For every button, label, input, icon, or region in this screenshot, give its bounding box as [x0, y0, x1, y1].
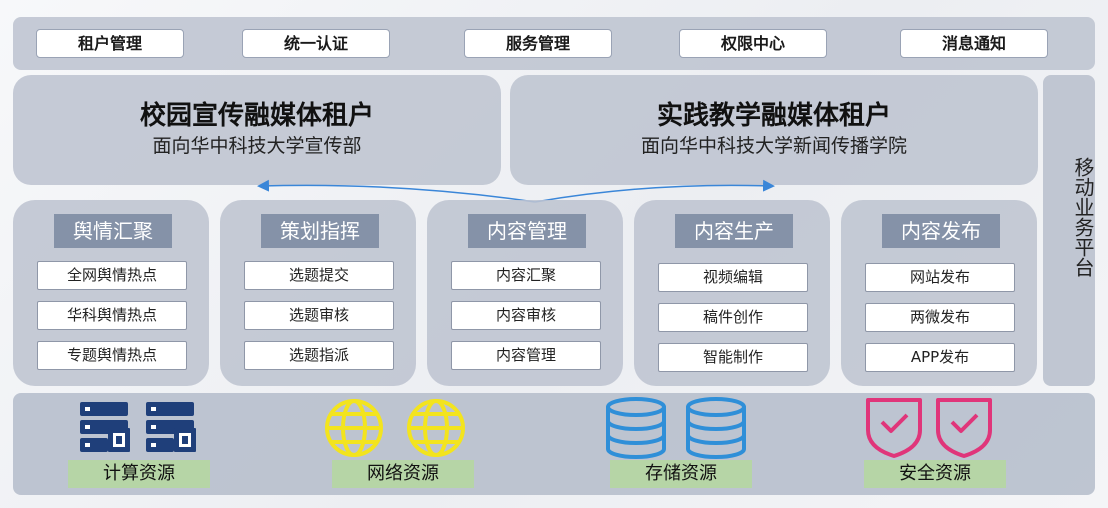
globe-icon	[325, 399, 465, 457]
side-label: 移动业务平台	[1071, 157, 1095, 277]
module-item[interactable]: 内容审核	[451, 301, 601, 330]
module-title: 策划指挥	[261, 214, 379, 248]
module-item[interactable]: 选题审核	[244, 301, 394, 330]
module-item[interactable]: 华科舆情热点	[37, 301, 187, 330]
module-item[interactable]: 全网舆情热点	[37, 261, 187, 290]
tenant-title: 实践教学融媒体租户	[656, 101, 891, 131]
module-title: 舆情汇聚	[54, 214, 172, 248]
server-chip-icon	[80, 402, 196, 452]
module-item[interactable]: 专题舆情热点	[37, 341, 187, 370]
module-title: 内容发布	[882, 214, 1000, 248]
shield-check-icon	[866, 398, 992, 458]
tenant-subtitle: 面向华中科技大学新闻传播学院	[640, 135, 907, 157]
module-item[interactable]: 视频编辑	[658, 263, 808, 292]
tenant-subtitle: 面向华中科技大学宣传部	[152, 135, 362, 157]
module-title: 内容生产	[675, 214, 793, 248]
module-planning-command: 策划指挥 选题提交 选题审核 选题指派	[220, 200, 416, 386]
module-item[interactable]: 选题提交	[244, 261, 394, 290]
network-resource-label: 网络资源	[332, 460, 474, 488]
module-content-production: 内容生产 视频编辑 稿件创作 智能制作	[634, 200, 830, 386]
module-content-publishing: 内容发布 网站发布 两微发布 APP发布	[841, 200, 1037, 386]
module-item[interactable]: 稿件创作	[658, 303, 808, 332]
module-title: 内容管理	[468, 214, 586, 248]
module-content-management: 内容管理 内容汇聚 内容审核 内容管理	[427, 200, 623, 386]
module-item[interactable]: APP发布	[865, 343, 1015, 372]
tenant-title: 校园宣传融媒体租户	[139, 101, 374, 131]
compute-resource-label: 计算资源	[68, 460, 210, 488]
database-icon	[606, 397, 746, 459]
module-item[interactable]: 内容汇聚	[451, 261, 601, 290]
mobile-business-platform-panel: 移动业务平台	[1043, 75, 1095, 386]
tenant-campus-publicity: 校园宣传融媒体租户 面向华中科技大学宣传部	[13, 75, 501, 185]
tenant-management-button[interactable]: 租户管理	[36, 29, 184, 58]
module-sentiment-aggregation: 舆情汇聚 全网舆情热点 华科舆情热点 专题舆情热点	[13, 200, 209, 386]
module-item[interactable]: 网站发布	[865, 263, 1015, 292]
permission-center-button[interactable]: 权限中心	[679, 29, 827, 58]
module-item[interactable]: 选题指派	[244, 341, 394, 370]
tenant-practice-teaching: 实践教学融媒体租户 面向华中科技大学新闻传播学院	[510, 75, 1038, 185]
module-item[interactable]: 两微发布	[865, 303, 1015, 332]
storage-resource-label: 存储资源	[610, 460, 752, 488]
module-item[interactable]: 内容管理	[451, 341, 601, 370]
unified-auth-button[interactable]: 统一认证	[242, 29, 390, 58]
security-resource-label: 安全资源	[864, 460, 1006, 488]
service-bar: 租户管理 统一认证 服务管理 权限中心 消息通知	[13, 17, 1095, 70]
service-management-button[interactable]: 服务管理	[464, 29, 612, 58]
module-item[interactable]: 智能制作	[658, 343, 808, 372]
message-notification-button[interactable]: 消息通知	[900, 29, 1048, 58]
